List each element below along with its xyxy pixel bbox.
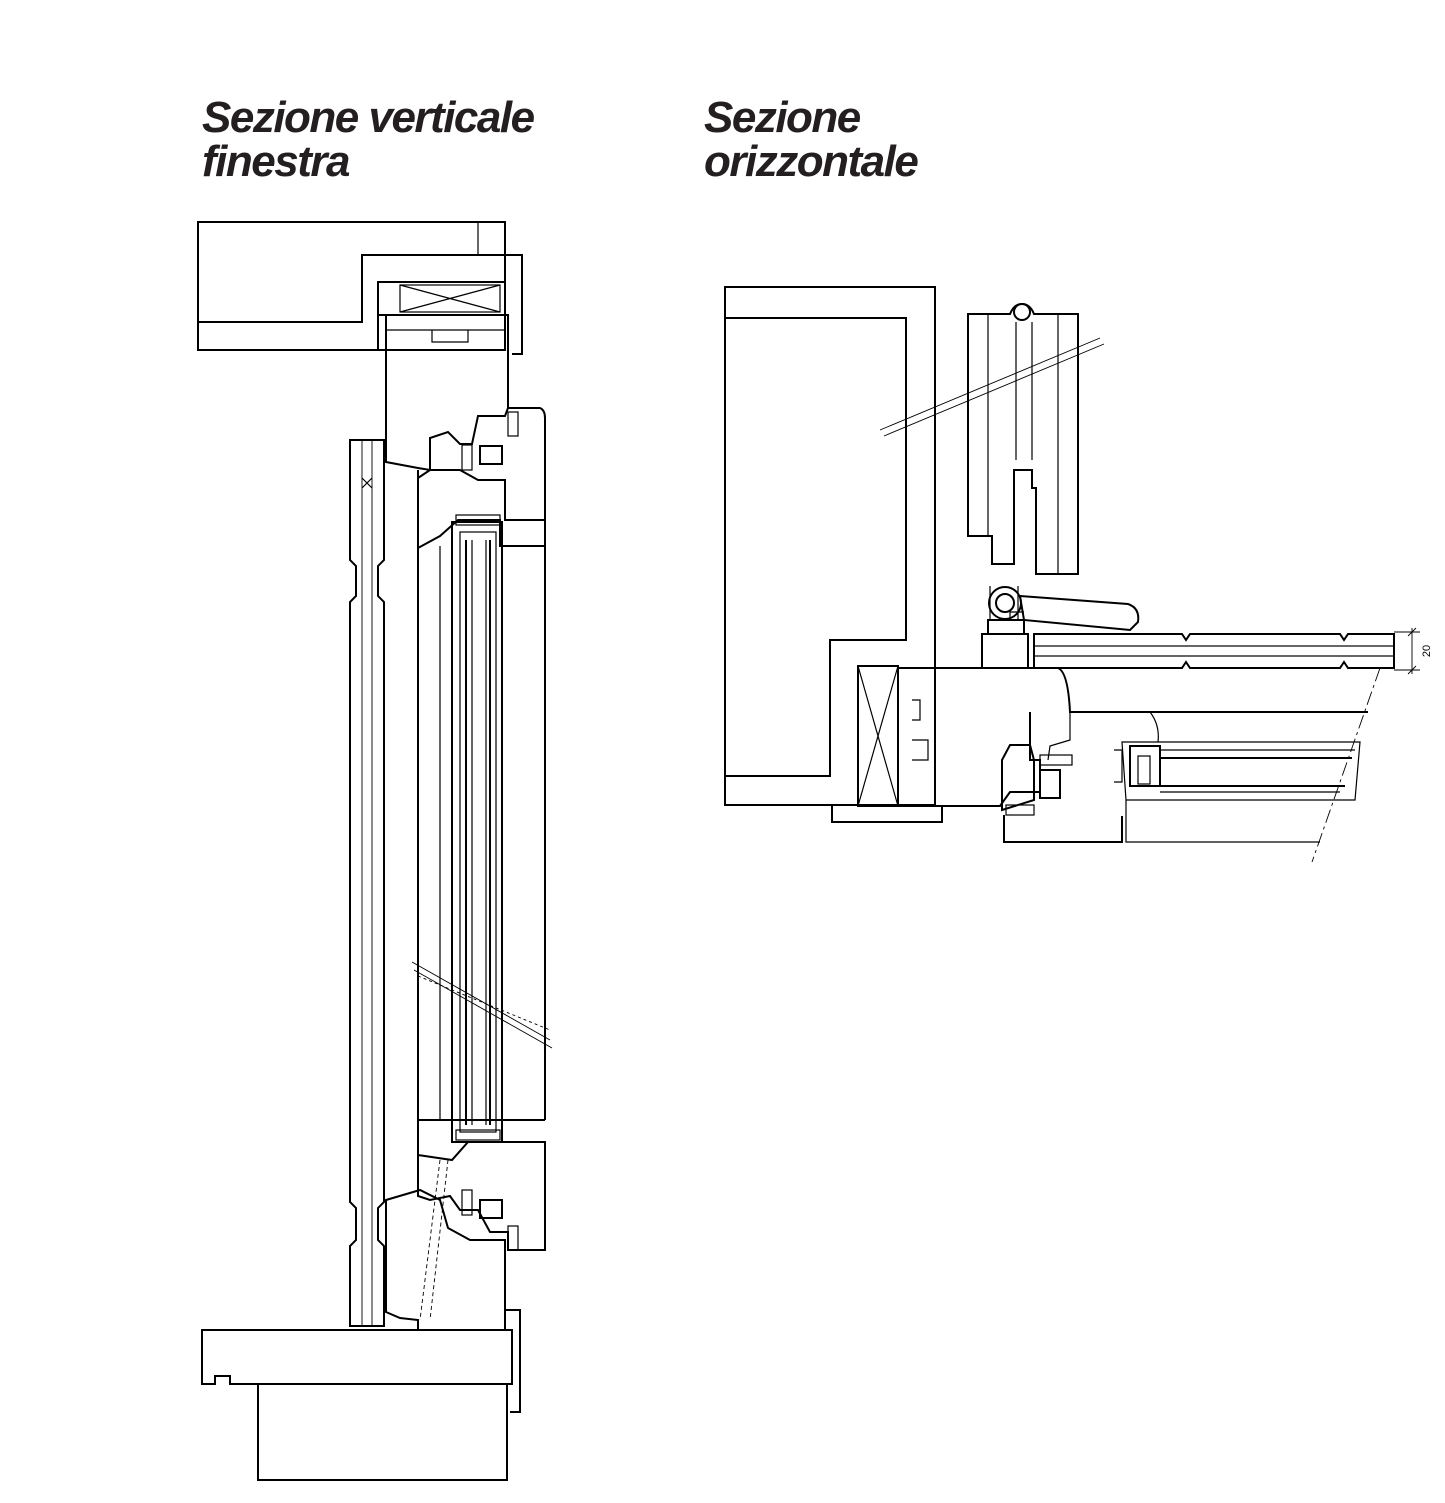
break-line-horizontal xyxy=(879,337,1381,863)
dimension-20: 20 xyxy=(1394,627,1433,675)
break-line-vertical xyxy=(411,961,553,1049)
vertical-section-title: Sezione verticale finestra xyxy=(202,93,535,186)
lintel xyxy=(197,221,523,355)
window-sill xyxy=(201,1329,513,1481)
horizontal-section-title-line-2: orizzontale xyxy=(704,137,919,186)
vertical-section xyxy=(197,221,553,1481)
horizontal-section-title: Sezione orizzontale xyxy=(704,93,919,186)
horizontal-section: 20 xyxy=(724,286,1433,863)
shutter-horizontal xyxy=(967,302,1079,575)
vertical-section-title-line-2: finestra xyxy=(202,137,350,186)
vertical-section-title-line-1: Sezione verticale xyxy=(202,93,535,142)
horizontal-section-title-line-1: Sezione xyxy=(704,93,861,142)
shutter-vertical xyxy=(349,439,385,1327)
sash-horizontal xyxy=(1114,711,1361,843)
sash-top-rail xyxy=(417,469,546,1120)
jamb-masonry xyxy=(724,286,943,823)
frame-jamb-horizontal xyxy=(897,667,1368,843)
sash-bottom-rail xyxy=(385,1120,546,1413)
dimension-label: 20 xyxy=(1421,645,1433,657)
shutter-leaf-closed xyxy=(1033,633,1395,669)
glazing-unit xyxy=(418,514,546,1143)
frame-head xyxy=(385,314,546,521)
hinge xyxy=(981,586,1140,669)
